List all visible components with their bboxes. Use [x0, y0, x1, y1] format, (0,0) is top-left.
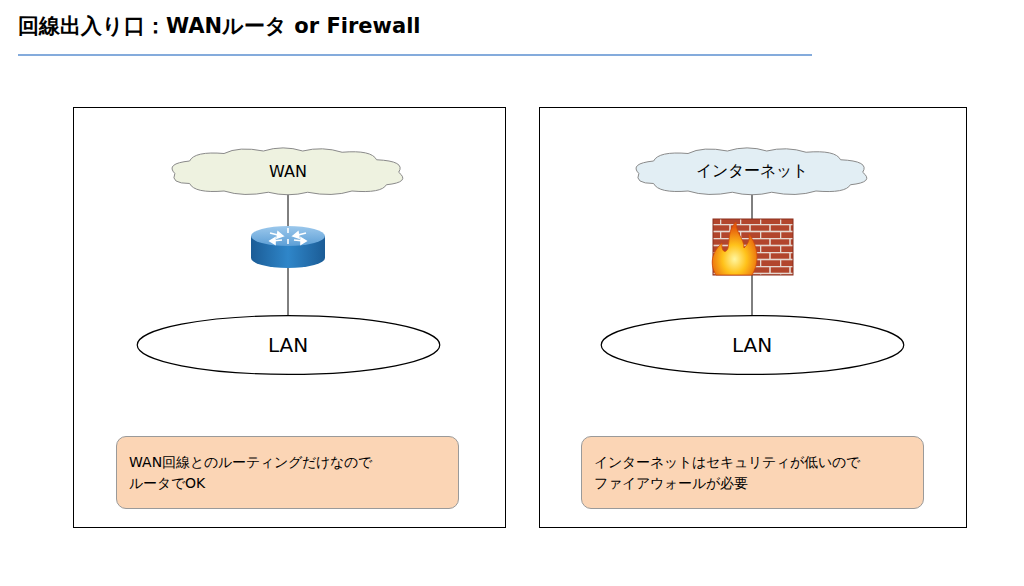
network-cloud: インターネット	[629, 146, 875, 196]
firewall-icon	[712, 219, 793, 275]
note-box: WAN回線とのルーティングだけなので ルータでOK	[116, 436, 459, 509]
diagram-title: 回線出入り口：WANルータ or Firewall	[18, 12, 421, 40]
panel-frame	[540, 108, 967, 528]
panel-frame	[74, 108, 506, 528]
note-box: インターネットはセキュリティが低いので ファイアウォールが必要	[581, 436, 924, 509]
note-text: インターネットはセキュリティが低いので ファイアウォールが必要	[594, 452, 911, 494]
node-label: インターネット	[696, 161, 808, 182]
lan-ellipse: LAN	[136, 315, 441, 375]
router-icon	[251, 226, 325, 268]
network-cloud: WAN	[165, 146, 411, 196]
ellipse-shape	[137, 316, 440, 375]
node-label: LAN	[268, 333, 308, 357]
lan-ellipse: LAN	[600, 315, 905, 375]
ellipse-shape	[601, 316, 904, 375]
note-text: WAN回線とのルーティングだけなので ルータでOK	[129, 452, 446, 494]
node-label: LAN	[732, 333, 772, 357]
cloud-shape	[636, 148, 867, 195]
title-underline	[18, 54, 812, 56]
cloud-shape	[172, 148, 403, 195]
node-label: WAN	[269, 162, 307, 181]
